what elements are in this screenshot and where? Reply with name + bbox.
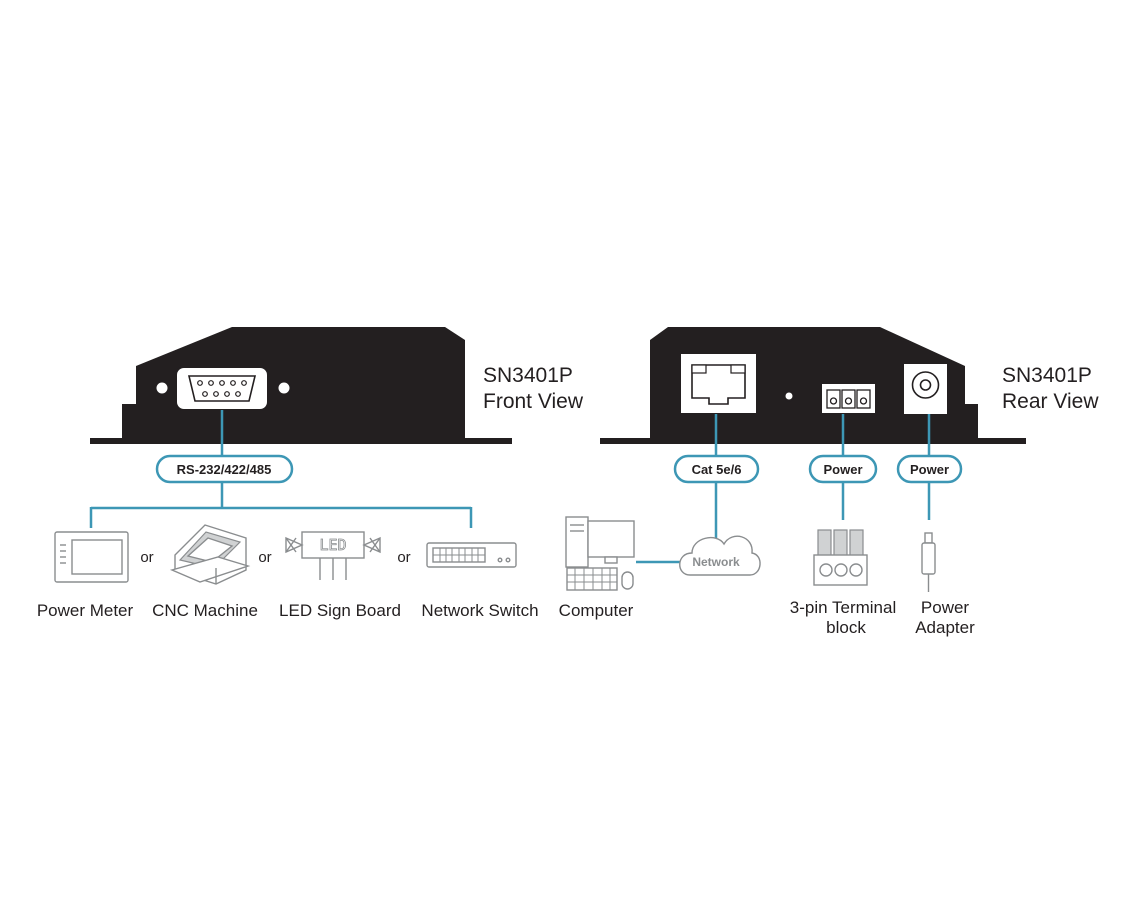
rj45-port-icon bbox=[679, 352, 758, 415]
adapter-power-pill: Power bbox=[896, 454, 963, 484]
lan-label: Cat 5e/6 bbox=[692, 462, 742, 477]
network-switch-caption: Network Switch bbox=[421, 601, 538, 620]
dc-power-jack-icon bbox=[902, 362, 949, 416]
or-label-1: or bbox=[140, 549, 153, 566]
front-model-label: SN3401P bbox=[483, 364, 573, 387]
computer-caption: Computer bbox=[559, 601, 634, 620]
network-cloud-icon: Network bbox=[679, 535, 761, 576]
front-screw-right-icon bbox=[276, 380, 292, 396]
reset-button-icon bbox=[783, 390, 795, 402]
terminal-power-pill: Power bbox=[808, 454, 878, 484]
adapter-caption-line2: Adapter bbox=[915, 618, 975, 637]
front-view-label: Front View bbox=[483, 390, 584, 413]
rear-view-label: Rear View bbox=[1002, 390, 1099, 413]
db9-port-icon bbox=[175, 366, 269, 411]
power-adapter-icon bbox=[921, 532, 936, 592]
serial-label: RS-232/422/485 bbox=[177, 462, 272, 477]
led-sign-board-icon: LED bbox=[285, 531, 381, 580]
rear-view-device bbox=[600, 327, 1026, 444]
power-meter-caption: Power Meter bbox=[37, 601, 134, 620]
front-view-device bbox=[90, 327, 512, 444]
lan-connector-pill: Cat 5e/6 bbox=[673, 454, 760, 484]
rear-model-label: SN3401P bbox=[1002, 364, 1092, 387]
terminal-caption-line1: 3-pin Terminal bbox=[790, 598, 896, 617]
adapter-power-label: Power bbox=[910, 462, 949, 477]
network-switch-icon bbox=[426, 542, 517, 568]
terminal-block-port-icon bbox=[820, 382, 877, 415]
led-sign-board-caption: LED Sign Board bbox=[279, 601, 401, 620]
or-label-2: or bbox=[258, 549, 271, 566]
power-meter-icon bbox=[54, 531, 129, 583]
led-display-text: LED bbox=[319, 536, 346, 554]
serial-connector-pill: RS-232/422/485 bbox=[155, 454, 294, 484]
or-label-3: or bbox=[397, 549, 410, 566]
network-label: Network bbox=[692, 555, 740, 569]
cnc-machine-caption: CNC Machine bbox=[152, 601, 258, 620]
computer-icon bbox=[565, 516, 635, 591]
cnc-machine-icon bbox=[169, 524, 251, 585]
adapter-caption-line1: Power bbox=[921, 598, 970, 617]
front-screw-left-icon bbox=[154, 380, 170, 396]
terminal-block-icon bbox=[813, 529, 868, 586]
terminal-caption-line2: block bbox=[826, 618, 866, 637]
terminal-power-label: Power bbox=[823, 462, 862, 477]
